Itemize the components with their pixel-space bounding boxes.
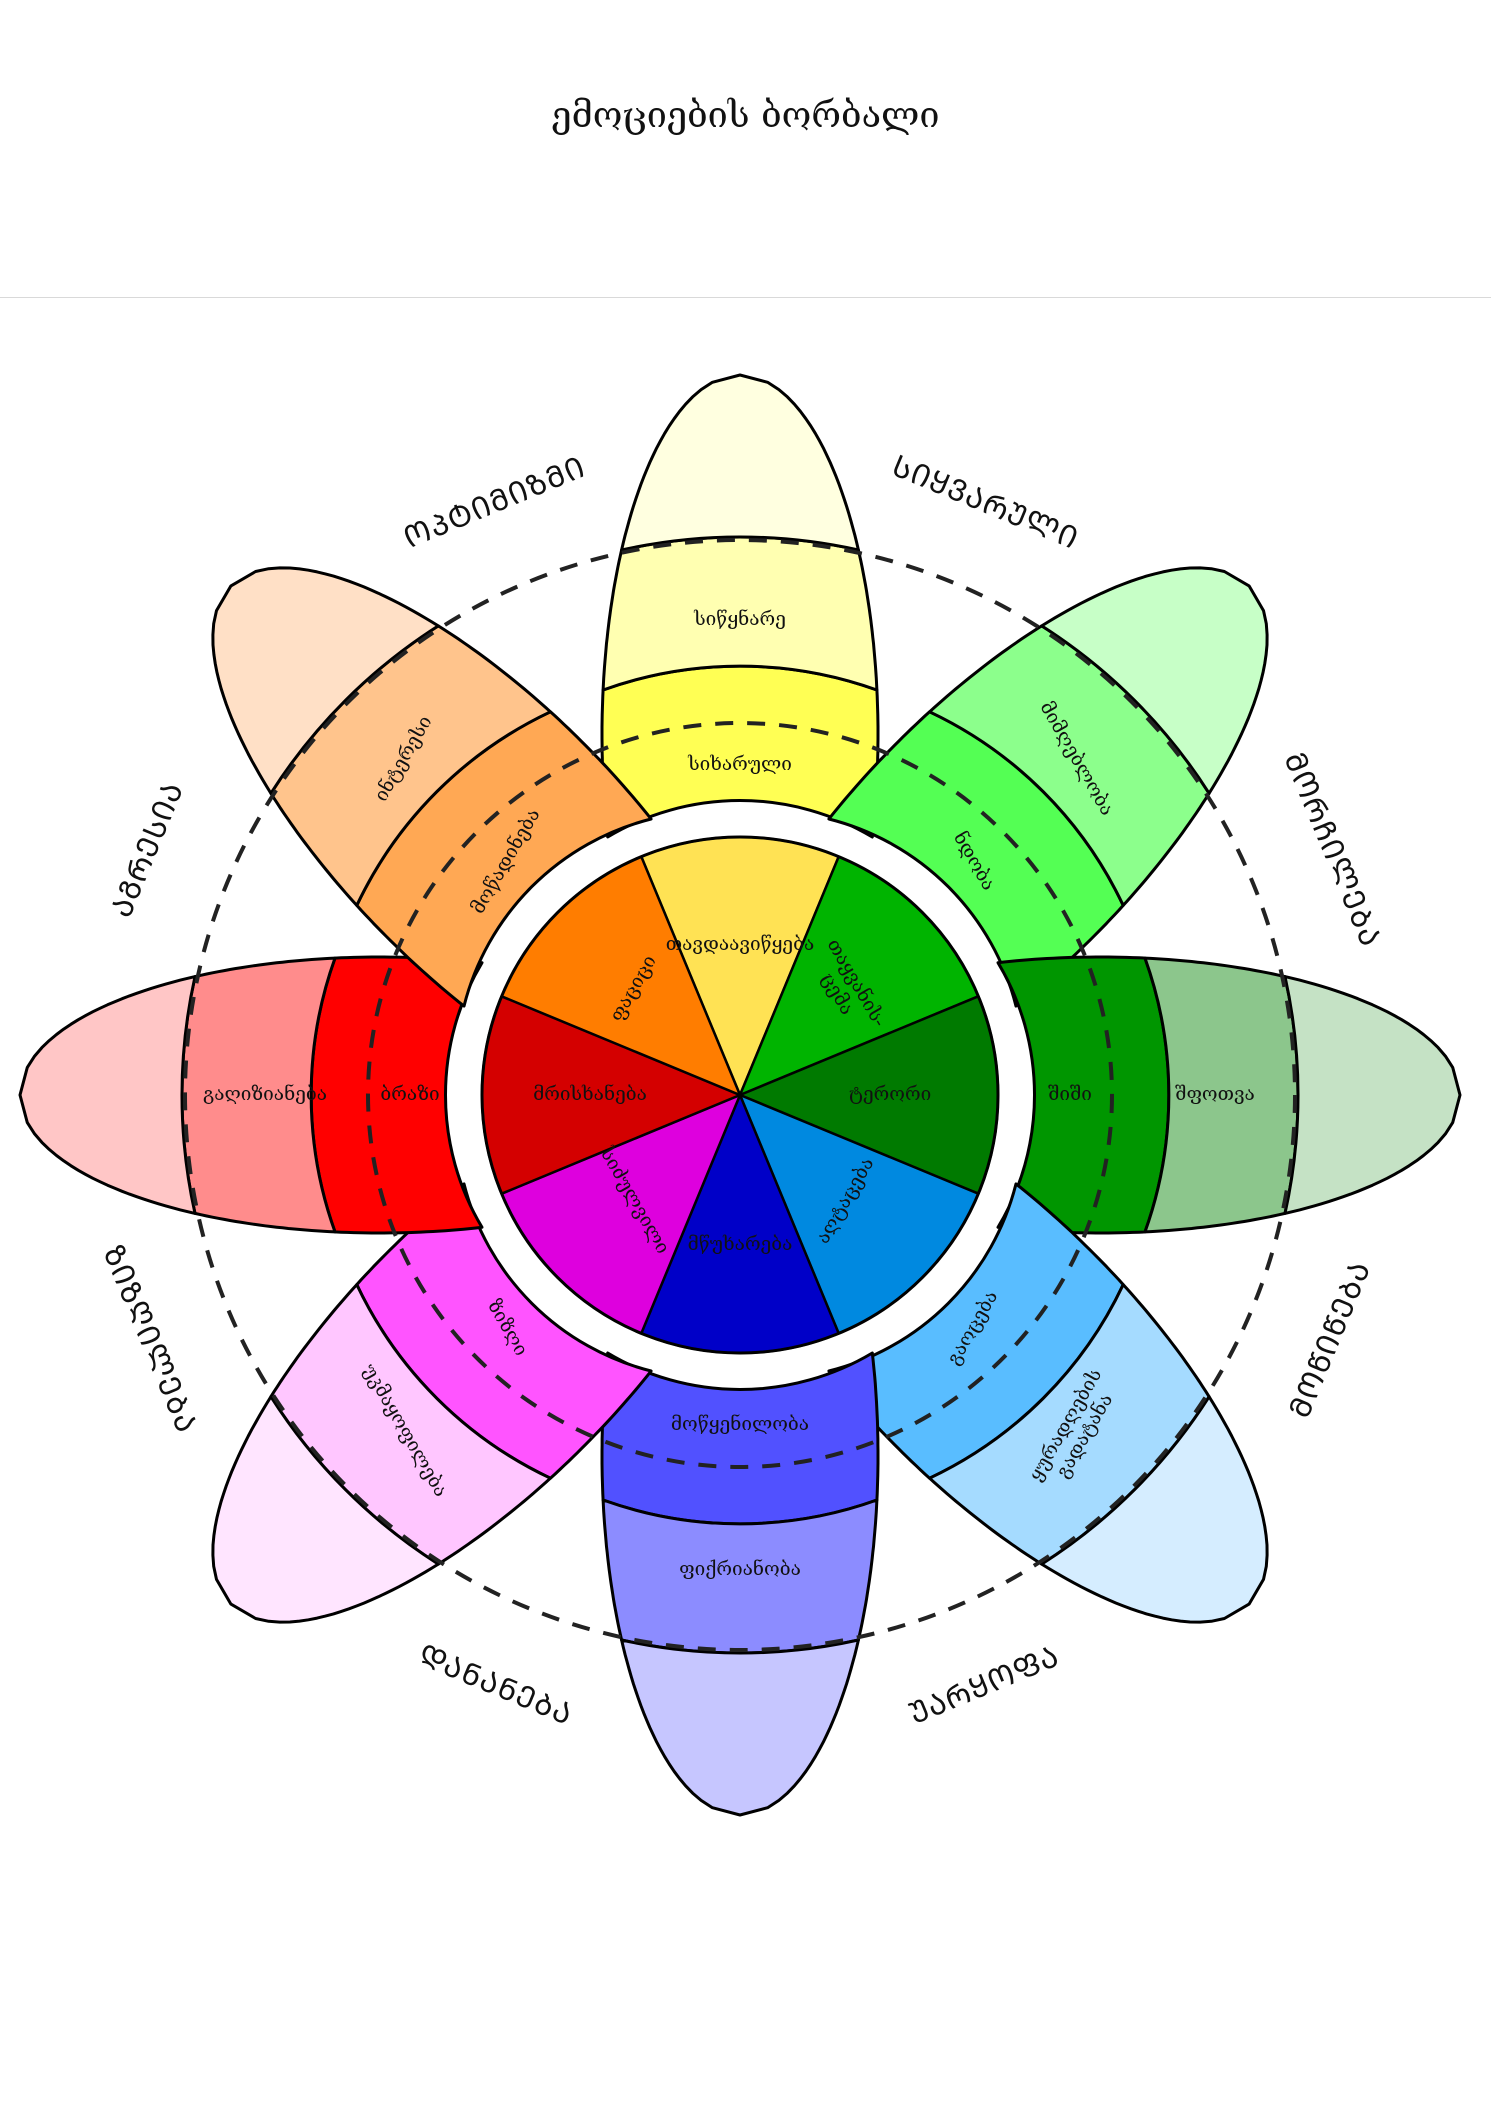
petal-fear bbox=[996, 955, 1462, 1235]
petal-surprise bbox=[827, 1182, 1269, 1624]
label-sadness-outer: ფიქრიანობა bbox=[679, 1558, 801, 1580]
petal-band-surprise-tip bbox=[1040, 1395, 1269, 1624]
label-anger-middle: ბრაზი bbox=[380, 1083, 439, 1105]
dashed-circles bbox=[183, 538, 1297, 1652]
petal-band-sadness-middle bbox=[600, 1351, 880, 1526]
label-joy-outer: სიწყნარე bbox=[693, 608, 786, 630]
petal-band-disgust-middle bbox=[355, 1182, 653, 1480]
label-fear-middle: შიში bbox=[1048, 1083, 1092, 1105]
label-joy-core: თავდაავიწყება bbox=[666, 933, 814, 955]
label-anger-core: მრისხანება bbox=[533, 1083, 647, 1105]
petal-anticipation bbox=[211, 566, 653, 1008]
label-fear-core: ტერორი bbox=[849, 1083, 932, 1105]
petal-anger bbox=[18, 955, 484, 1235]
petal-band-anger-outer bbox=[180, 956, 337, 1234]
label-fear-outer: შფოთვა bbox=[1175, 1083, 1255, 1105]
petal-band-anger-middle bbox=[309, 955, 484, 1235]
divider bbox=[0, 297, 1491, 298]
dyad-label: ᲛᲝᲠᲩᲘᲚᲔᲑᲐ bbox=[1276, 747, 1388, 952]
petal-band-disgust-outer bbox=[269, 1283, 552, 1566]
petal-sadness bbox=[600, 1351, 880, 1817]
petal-joy bbox=[600, 373, 880, 839]
petal-band-anger-tip bbox=[18, 975, 197, 1215]
petal-band-joy-tip bbox=[620, 373, 860, 552]
inner-dashed-circle bbox=[366, 721, 1114, 1469]
label-sadness-middle: მოწყენილობა bbox=[671, 1413, 809, 1435]
petal-band-joy-outer bbox=[601, 535, 879, 692]
petal-disgust bbox=[211, 1182, 653, 1624]
petal-band-anticipation-outer bbox=[269, 624, 552, 907]
dyad-label: ᲐᲒᲠᲔᲡᲘᲐ bbox=[104, 777, 191, 923]
dyad-label: ᲓᲐᲜᲐᲜᲔᲑᲐ bbox=[413, 1638, 578, 1733]
page-title: ემოციების ბორბალი bbox=[551, 95, 940, 136]
petal-band-anticipation-middle bbox=[355, 710, 653, 1008]
dyad-label: ᲡᲘᲧᲕᲐᲠᲣᲚᲘ bbox=[887, 449, 1084, 557]
label-joy-middle: სიხარული bbox=[687, 753, 792, 775]
dyad-label: ᲝᲞᲢᲘᲛᲘᲖᲛᲘ bbox=[399, 450, 591, 556]
outer-dashed-circle bbox=[183, 538, 1297, 1652]
petal-trust bbox=[827, 566, 1269, 1008]
petal-band-surprise-outer bbox=[928, 1283, 1211, 1566]
petal-band-fear-middle bbox=[996, 955, 1171, 1235]
petal-band-sadness-outer bbox=[601, 1498, 879, 1655]
label-sadness-core: მწუხარება bbox=[688, 1233, 793, 1255]
label-anger-outer: გაღიზიანება bbox=[203, 1083, 327, 1105]
dyad-label: ᲖᲘᲖᲦᲘᲚᲔᲑᲐ bbox=[95, 1240, 204, 1438]
dyad-label: ᲣᲐᲠᲧᲝᲤᲐ bbox=[904, 1639, 1064, 1732]
core-layer bbox=[480, 835, 1000, 1355]
petal-band-trust-outer bbox=[928, 624, 1211, 907]
dyad-label: ᲛᲝᲬᲘᲬᲔᲑᲐ bbox=[1282, 1256, 1378, 1423]
petal-band-anticipation-tip bbox=[211, 566, 440, 795]
petal-band-sadness-tip bbox=[620, 1638, 860, 1817]
petal-band-surprise-middle bbox=[827, 1182, 1125, 1480]
petal-band-joy-middle bbox=[600, 664, 880, 839]
core-circle bbox=[480, 835, 1000, 1355]
petal-band-trust-tip bbox=[1040, 566, 1269, 795]
petal-band-trust-middle bbox=[827, 710, 1125, 1008]
petals-layer bbox=[18, 373, 1462, 1817]
petal-band-fear-outer bbox=[1143, 956, 1300, 1234]
petal-band-fear-tip bbox=[1283, 975, 1462, 1215]
petal-band-disgust-tip bbox=[211, 1395, 440, 1624]
